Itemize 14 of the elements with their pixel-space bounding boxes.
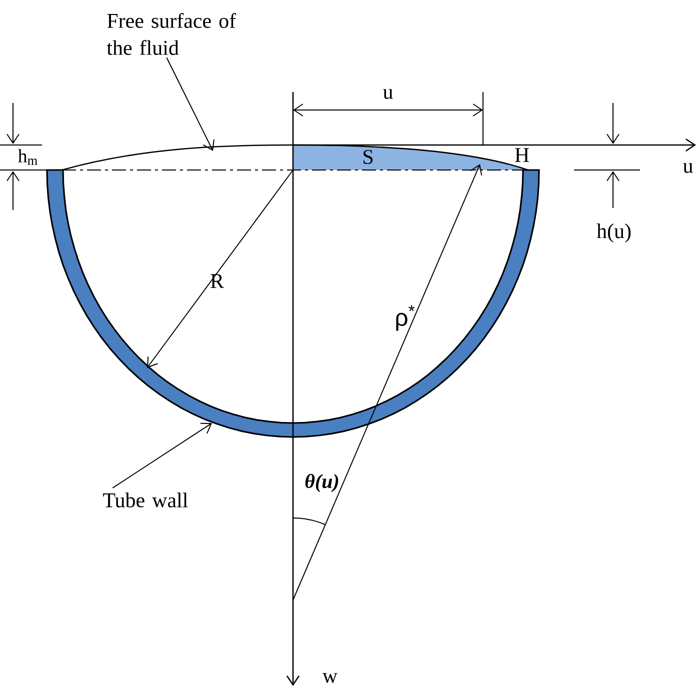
symbol-label: u xyxy=(383,89,393,99)
symbol-label: ρ$^{*}$ xyxy=(396,305,415,331)
leader-line xyxy=(112,422,212,488)
annotation-text: Free surface of the fluid xyxy=(106,13,236,55)
symbol-label: S xyxy=(364,150,373,164)
leader-line xyxy=(166,57,214,151)
symbol-label: w xyxy=(322,673,338,683)
symbol-label: h(u) xyxy=(596,223,631,243)
symbol-label: h$_{m}$ xyxy=(18,149,38,165)
symbol-label: H xyxy=(515,148,529,162)
annotation-text: Tube wall xyxy=(103,492,188,508)
symbol-label: R xyxy=(210,274,224,288)
symbol-label: u xyxy=(683,163,693,173)
symbol-label: θ(u) xyxy=(305,474,338,492)
